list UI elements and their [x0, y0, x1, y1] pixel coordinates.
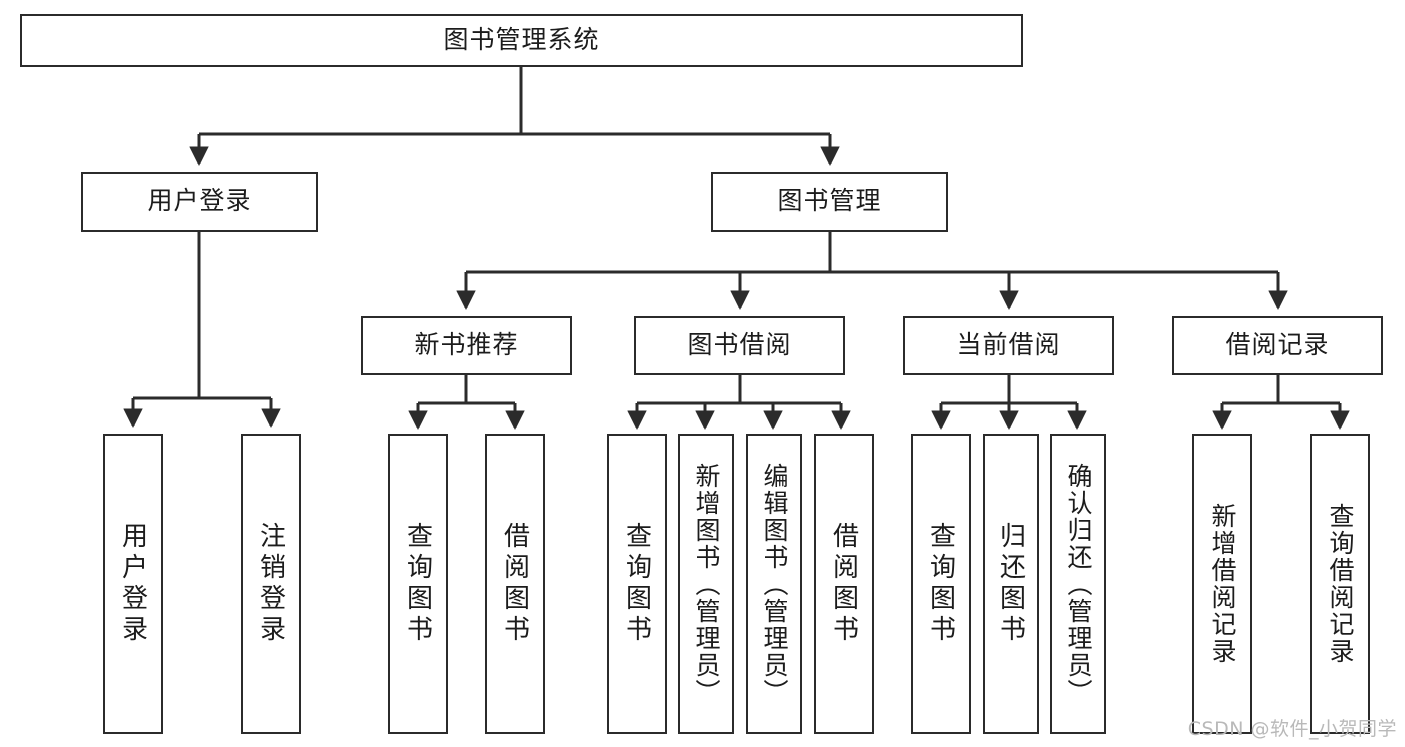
- leaf-book-borrow-edit[interactable]: 编辑图书（管理员）: [746, 434, 802, 734]
- node-current-borrow-label: 当前借阅: [956, 330, 1061, 359]
- node-user-login[interactable]: 用户登录: [81, 172, 318, 232]
- leaf-new-book-borrow[interactable]: 借阅图书: [485, 434, 545, 734]
- node-book-borrow[interactable]: 图书借阅: [634, 316, 845, 375]
- leaf-current-borrow-query[interactable]: 查询图书: [911, 434, 971, 734]
- leaf-borrow-record-add[interactable]: 新增借阅记录: [1192, 434, 1252, 734]
- node-borrow-record-label: 借阅记录: [1225, 330, 1330, 359]
- node-new-book-recommend-label: 新书推荐: [414, 330, 519, 359]
- leaf-current-borrow-return[interactable]: 归还图书: [983, 434, 1039, 734]
- node-book-borrow-label: 图书借阅: [687, 330, 792, 359]
- node-root[interactable]: 图书管理系统: [20, 14, 1023, 67]
- leaf-user-login-signout[interactable]: 注销登录: [241, 434, 301, 734]
- node-book-management[interactable]: 图书管理: [711, 172, 948, 232]
- leaf-borrow-record-query[interactable]: 查询借阅记录: [1310, 434, 1370, 734]
- leaf-current-borrow-query-label: 查询图书: [926, 522, 957, 646]
- node-current-borrow[interactable]: 当前借阅: [903, 316, 1114, 375]
- leaf-current-borrow-return-label: 归还图书: [996, 522, 1027, 646]
- leaf-user-login-signin-label: 用户登录: [118, 522, 149, 646]
- watermark-text: CSDN @软件_小贺同学: [1187, 718, 1397, 740]
- leaf-book-borrow-add-label: 新增图书（管理员）: [692, 462, 720, 706]
- node-new-book-recommend[interactable]: 新书推荐: [361, 316, 572, 375]
- leaf-borrow-record-query-label: 查询借阅记录: [1326, 503, 1354, 665]
- leaf-current-borrow-confirm[interactable]: 确认归还（管理员）: [1050, 434, 1106, 734]
- leaf-book-borrow-lend[interactable]: 借阅图书: [814, 434, 874, 734]
- leaf-user-login-signout-label: 注销登录: [256, 522, 287, 646]
- leaf-new-book-query-label: 查询图书: [403, 522, 434, 646]
- node-book-management-label: 图书管理: [777, 187, 882, 216]
- leaf-new-book-query[interactable]: 查询图书: [388, 434, 448, 734]
- node-borrow-record[interactable]: 借阅记录: [1172, 316, 1383, 375]
- leaf-user-login-signin[interactable]: 用户登录: [103, 434, 163, 734]
- node-user-login-label: 用户登录: [147, 187, 252, 216]
- leaf-current-borrow-confirm-label: 确认归还（管理员）: [1064, 462, 1092, 706]
- leaf-book-borrow-edit-label: 编辑图书（管理员）: [760, 462, 788, 706]
- leaf-book-borrow-add[interactable]: 新增图书（管理员）: [678, 434, 734, 734]
- leaf-borrow-record-add-label: 新增借阅记录: [1208, 503, 1236, 665]
- leaf-book-borrow-lend-label: 借阅图书: [829, 522, 860, 646]
- leaf-book-borrow-query[interactable]: 查询图书: [607, 434, 667, 734]
- leaf-new-book-borrow-label: 借阅图书: [500, 522, 531, 646]
- leaf-book-borrow-query-label: 查询图书: [622, 522, 653, 646]
- node-root-label: 图书管理系统: [443, 25, 600, 54]
